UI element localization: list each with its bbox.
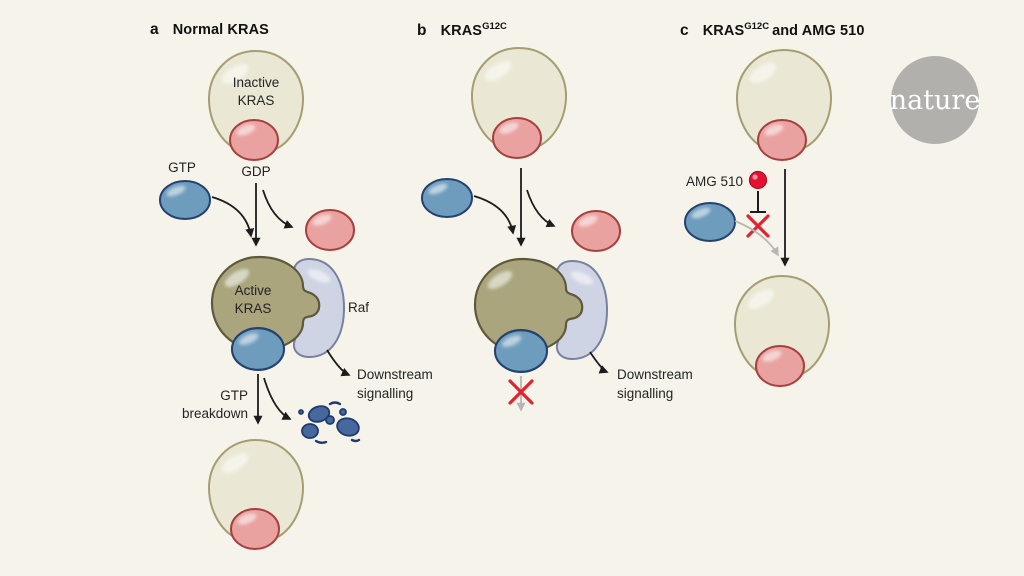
nature-logo-text: nature — [889, 84, 981, 116]
downstream-label-line1: Downstream — [617, 367, 693, 382]
free-gtp-molecule — [422, 179, 472, 217]
inactive-kras-molecule — [472, 48, 566, 158]
nature-logo: nature — [889, 56, 981, 144]
bound-gtp-molecule — [495, 330, 547, 372]
panel-b: Downstream signalling — [422, 48, 693, 412]
gdp-release-arrow — [526, 189, 556, 228]
blocked-x-icon — [508, 379, 534, 405]
released-gdp-molecule — [572, 211, 620, 251]
panel-a-letter: a — [150, 21, 159, 38]
amg510-dot — [748, 170, 768, 190]
free-gtp-molecule — [685, 203, 735, 241]
downstream-signalling-arrow — [326, 349, 351, 377]
panel-a: Inactive KRAS GTP GDP Active KRAS Raf — [160, 51, 433, 549]
active-kras-label-line1: Active — [235, 283, 272, 298]
gdp-release-arrow — [262, 189, 294, 229]
panel-a-title: Normal KRAS — [172, 22, 269, 38]
panel-b-title-superscript: G12C — [482, 21, 507, 32]
gtp-breakdown-label-line1: GTP — [220, 388, 248, 403]
panel-b-letter: b — [417, 21, 427, 39]
blocked-gtp-binding-arrow — [734, 220, 779, 257]
active-kras-molecule — [210, 255, 321, 352]
active-kras-label-line2: KRAS — [235, 301, 272, 316]
gtp-label: GTP — [168, 160, 196, 175]
panel-c-letter: c — [680, 21, 689, 39]
downstream-label-line1: Downstream — [357, 367, 433, 382]
active-kras-molecule — [473, 257, 584, 354]
bound-gtp-molecule — [232, 328, 284, 370]
downstream-label-line2: signalling — [617, 386, 673, 401]
inactive-kras-molecule-locked — [735, 276, 829, 386]
gdp-molecule — [758, 120, 806, 160]
gdp-molecule — [230, 120, 278, 160]
panel-b-title: KRASG12C — [440, 21, 507, 39]
gdp-molecule — [493, 118, 541, 158]
gdp-molecule — [756, 346, 804, 386]
downstream-label-line2: signalling — [357, 386, 413, 401]
gtp-breakdown-label-line2: breakdown — [182, 406, 248, 421]
blocked-x-icon — [746, 214, 770, 238]
inactive-kras-molecule: Inactive KRAS — [209, 51, 303, 160]
inhibition-tbar — [750, 191, 766, 213]
gtp-binding-arrow — [473, 195, 517, 235]
downstream-signalling-arrow — [589, 351, 609, 374]
released-gdp-molecule — [306, 210, 354, 250]
raf-label: Raf — [348, 300, 369, 315]
panel-b-header: b KRASG12C — [417, 21, 507, 40]
panel-c: AMG 510 — [685, 50, 831, 386]
gdp-label: GDP — [241, 164, 270, 179]
gdp-molecule — [231, 509, 279, 549]
inactive-kras-molecule-returned — [209, 440, 303, 549]
gtp-binding-arrow — [211, 196, 255, 238]
gtp-fragments — [298, 401, 361, 444]
panel-a-header: a Normal KRAS — [150, 21, 269, 39]
inactive-kras-label-line2: KRAS — [238, 93, 275, 108]
free-gtp-molecule — [160, 181, 210, 219]
inactive-kras-label-line1: Inactive — [233, 75, 280, 90]
amg510-label: AMG 510 — [686, 174, 743, 189]
panel-c-title-superscript: G12C — [744, 21, 770, 32]
inactive-kras-molecule — [737, 50, 831, 160]
gtp-fragments-arrow — [263, 377, 292, 420]
